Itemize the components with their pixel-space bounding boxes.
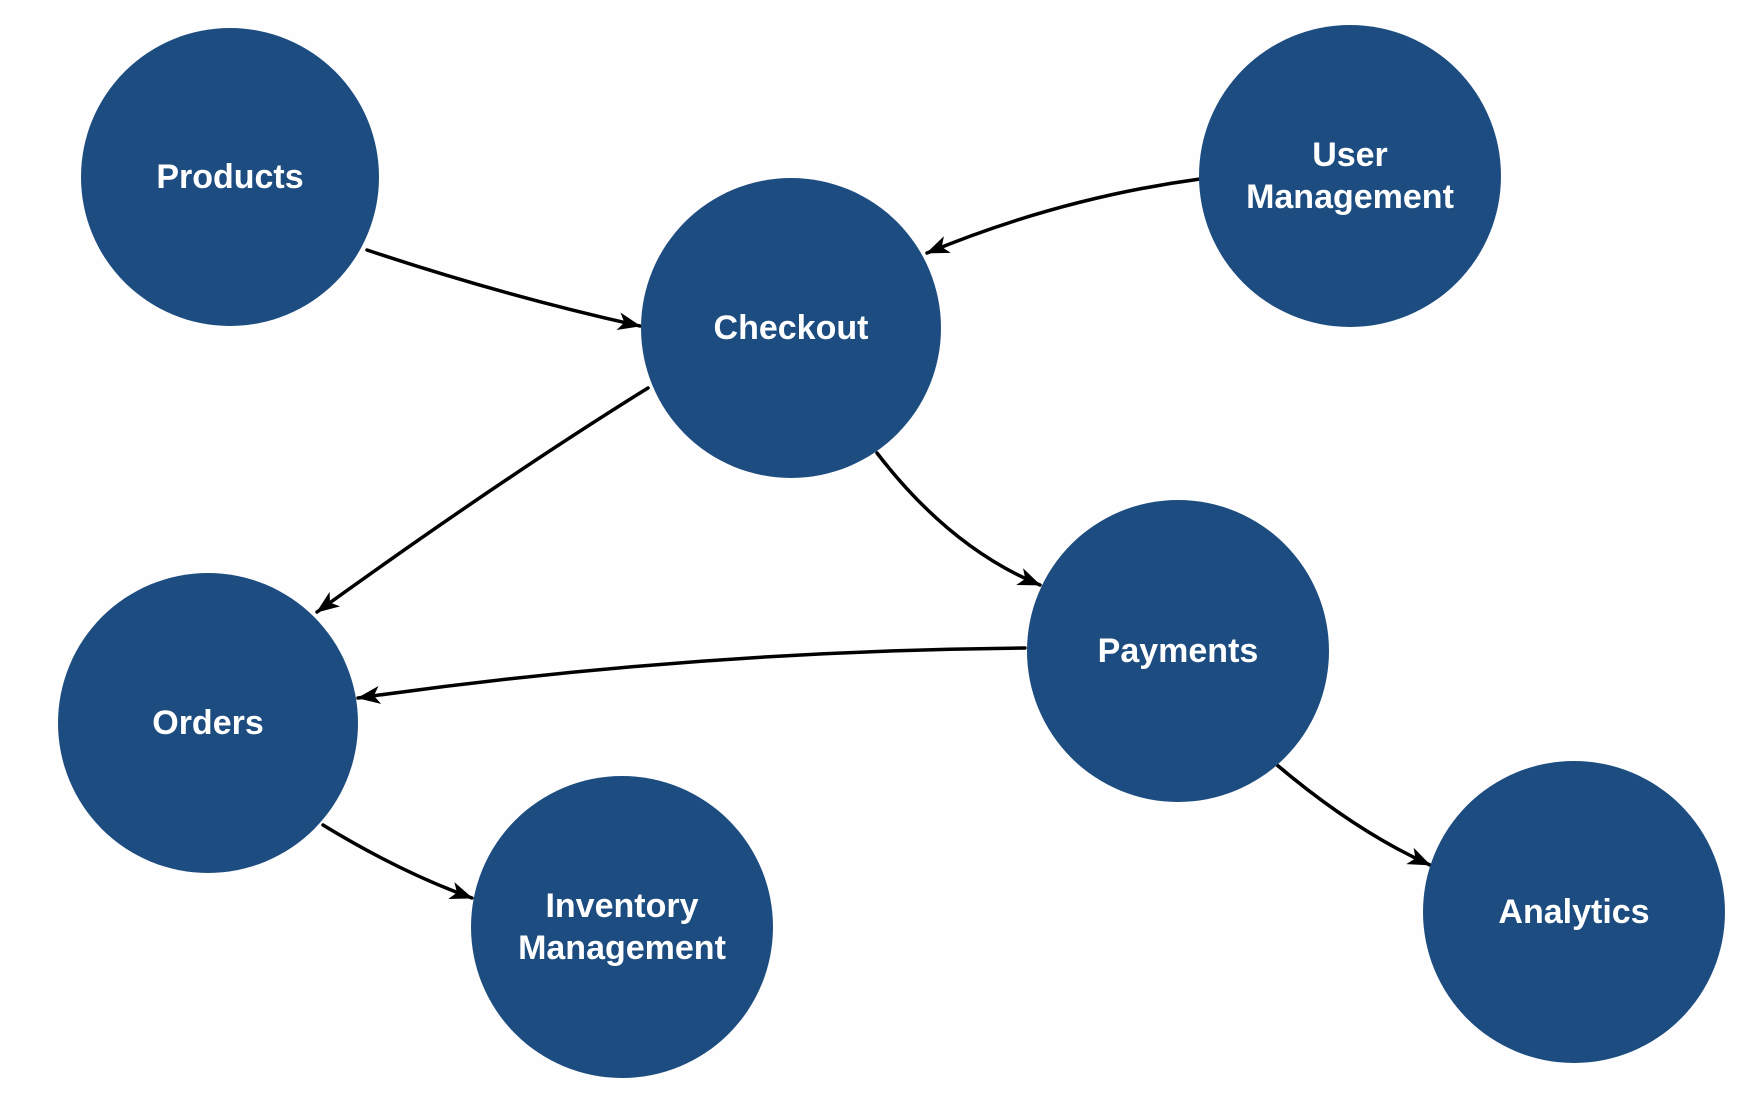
node-analytics[interactable]: Analytics [1423,761,1725,1063]
node-payments[interactable]: Payments [1027,500,1329,802]
node-products-circle[interactable] [81,28,379,326]
node-payments-label: Payments [1098,632,1259,670]
node-analytics-circle[interactable] [1423,761,1725,1063]
node-orders[interactable]: Orders [58,573,358,873]
edge-checkout-to-orders [315,386,650,614]
node-user-management-label: User [1312,136,1388,174]
edge-payments-to-orders [356,646,1027,704]
edge-user-management-to-checkout [925,177,1202,255]
node-analytics-label: Analytics [1498,893,1649,931]
node-products-label: Products [156,158,303,196]
node-checkout-label: Checkout [714,309,869,347]
node-inventory-management-label: Inventory [545,887,698,925]
node-orders-circle[interactable] [58,573,358,873]
edge-products-to-checkout [365,248,642,331]
node-checkout[interactable]: Checkout [641,178,941,478]
edge-payments-to-analytics [1275,763,1432,867]
node-payments-circle[interactable] [1027,500,1329,802]
edge-orders-to-inventory-management [321,823,474,900]
node-user-management-label: Management [1246,178,1454,216]
node-inventory-management-circle[interactable] [471,776,773,1078]
edge-checkout-to-payments [875,451,1042,587]
node-products[interactable]: Products [81,28,379,326]
node-orders-label: Orders [152,704,264,742]
node-checkout-circle[interactable] [641,178,941,478]
node-user-management-circle[interactable] [1199,25,1501,327]
node-inventory-management-label: Management [518,929,726,967]
